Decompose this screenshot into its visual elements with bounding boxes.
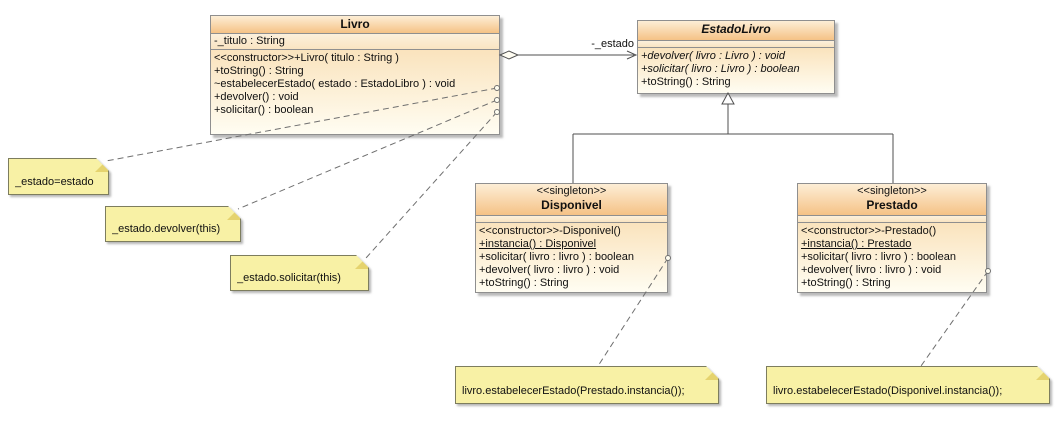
methods-compartment-livro: <<constructor>>+Livro( titulo : String )… — [211, 49, 499, 134]
class-name-estadolivro: EstadoLivro — [701, 22, 771, 36]
note-text: _estado=estado — [15, 176, 94, 188]
class-box-disponivel[interactable]: <<singleton>> Disponivel <<constructor>>… — [475, 183, 668, 293]
class-header-estadolivro: EstadoLivro — [638, 21, 834, 40]
method-solicitar-livro[interactable]: +solicitar() : boolean — [214, 104, 314, 116]
class-box-estadolivro[interactable]: EstadoLivro +devolver( livro : Livro ) :… — [637, 20, 835, 94]
methods-compartment-disponivel: <<constructor>>-Disponivel() +instancia(… — [476, 222, 667, 292]
generalization-triangle — [721, 91, 735, 105]
class-header-livro: Livro — [211, 16, 499, 33]
note-text: livro.estabelecerEstado(Prestado.instanc… — [462, 385, 685, 397]
method-constructor-prestado[interactable]: <<constructor>>-Prestado() — [801, 225, 937, 237]
note-estado-devolver[interactable]: _estado.devolver(this) — [105, 206, 241, 242]
note-set-disponivel[interactable]: livro.estabelecerEstado(Disponivel.insta… — [766, 366, 1050, 404]
method-tostring-prestado[interactable]: +toString() : String — [801, 277, 891, 289]
method-tostring-disponivel[interactable]: +toString() : String — [479, 277, 569, 289]
method-tostring-livro[interactable]: +toString() : String — [214, 65, 304, 77]
method-constructor-livro[interactable]: <<constructor>>+Livro( titulo : String ) — [214, 52, 399, 64]
generalization-links[interactable] — [572, 91, 894, 183]
method-tostring-estadolivro[interactable]: +toString() : String — [641, 76, 731, 88]
association-label-estado[interactable]: -_estado — [591, 38, 634, 50]
method-devolver-disponivel[interactable]: +devolver( livro : livro ) : void — [479, 264, 620, 276]
attributes-compartment-estadolivro — [638, 40, 834, 47]
methods-compartment-prestado: <<constructor>>-Prestado() +instancia() … — [798, 222, 986, 292]
class-header-prestado: <<singleton>> Prestado — [798, 184, 986, 215]
attribute-titulo[interactable]: -_titulo : String — [214, 35, 285, 47]
stereotype-singleton-disponivel: <<singleton>> — [536, 185, 607, 197]
class-box-prestado[interactable]: <<singleton>> Prestado <<constructor>>-P… — [797, 183, 987, 293]
note-estado-assign[interactable]: _estado=estado — [8, 158, 109, 195]
class-box-livro[interactable]: Livro -_titulo : String <<constructor>>+… — [210, 15, 500, 135]
class-name-disponivel: Disponivel — [541, 198, 602, 212]
note-text: _estado.devolver(this) — [112, 223, 221, 235]
note-text: _estado.solicitar(this) — [237, 272, 341, 284]
open-arrowhead — [626, 50, 638, 60]
methods-compartment-estadolivro: +devolver( livro : Livro ) : void +solic… — [638, 47, 834, 93]
class-name-livro: Livro — [340, 17, 370, 31]
class-header-disponivel: <<singleton>> Disponivel — [476, 184, 667, 215]
method-solicitar-disponivel[interactable]: +solicitar( livro : livro ) : boolean — [479, 251, 634, 263]
method-devolver-abstract[interactable]: +devolver( livro : Livro ) : void — [641, 50, 785, 62]
method-instancia-prestado[interactable]: +instancia() : Prestado — [801, 238, 912, 250]
attributes-compartment-disponivel — [476, 215, 667, 222]
method-solicitar-abstract[interactable]: +solicitar( livro : Livro ) : boolean — [641, 63, 800, 75]
attributes-compartment-livro: -_titulo : String — [211, 33, 499, 49]
aggregation-diamond — [498, 50, 520, 60]
method-devolver-prestado[interactable]: +devolver( livro : livro ) : void — [801, 264, 942, 276]
method-devolver-livro[interactable]: +devolver() : void — [214, 91, 299, 103]
method-instancia-disponivel[interactable]: +instancia() : Disponivel — [479, 238, 597, 250]
stereotype-singleton-prestado: <<singleton>> — [857, 185, 927, 197]
method-constructor-disponivel[interactable]: <<constructor>>-Disponivel() — [479, 225, 621, 237]
note-estado-solicitar[interactable]: _estado.solicitar(this) — [230, 255, 369, 291]
attributes-compartment-prestado — [798, 215, 986, 222]
association-livro-estadolivro[interactable] — [498, 50, 638, 60]
note-set-prestado[interactable]: livro.estabelecerEstado(Prestado.instanc… — [455, 366, 719, 404]
method-solicitar-prestado[interactable]: +solicitar( livro : livro ) : boolean — [801, 251, 956, 263]
note-text: livro.estabelecerEstado(Disponivel.insta… — [773, 385, 1003, 397]
method-estabelecerestado[interactable]: ~estabelecerEstado( estado : EstadoLibro… — [214, 78, 456, 90]
class-name-prestado: Prestado — [866, 198, 918, 212]
